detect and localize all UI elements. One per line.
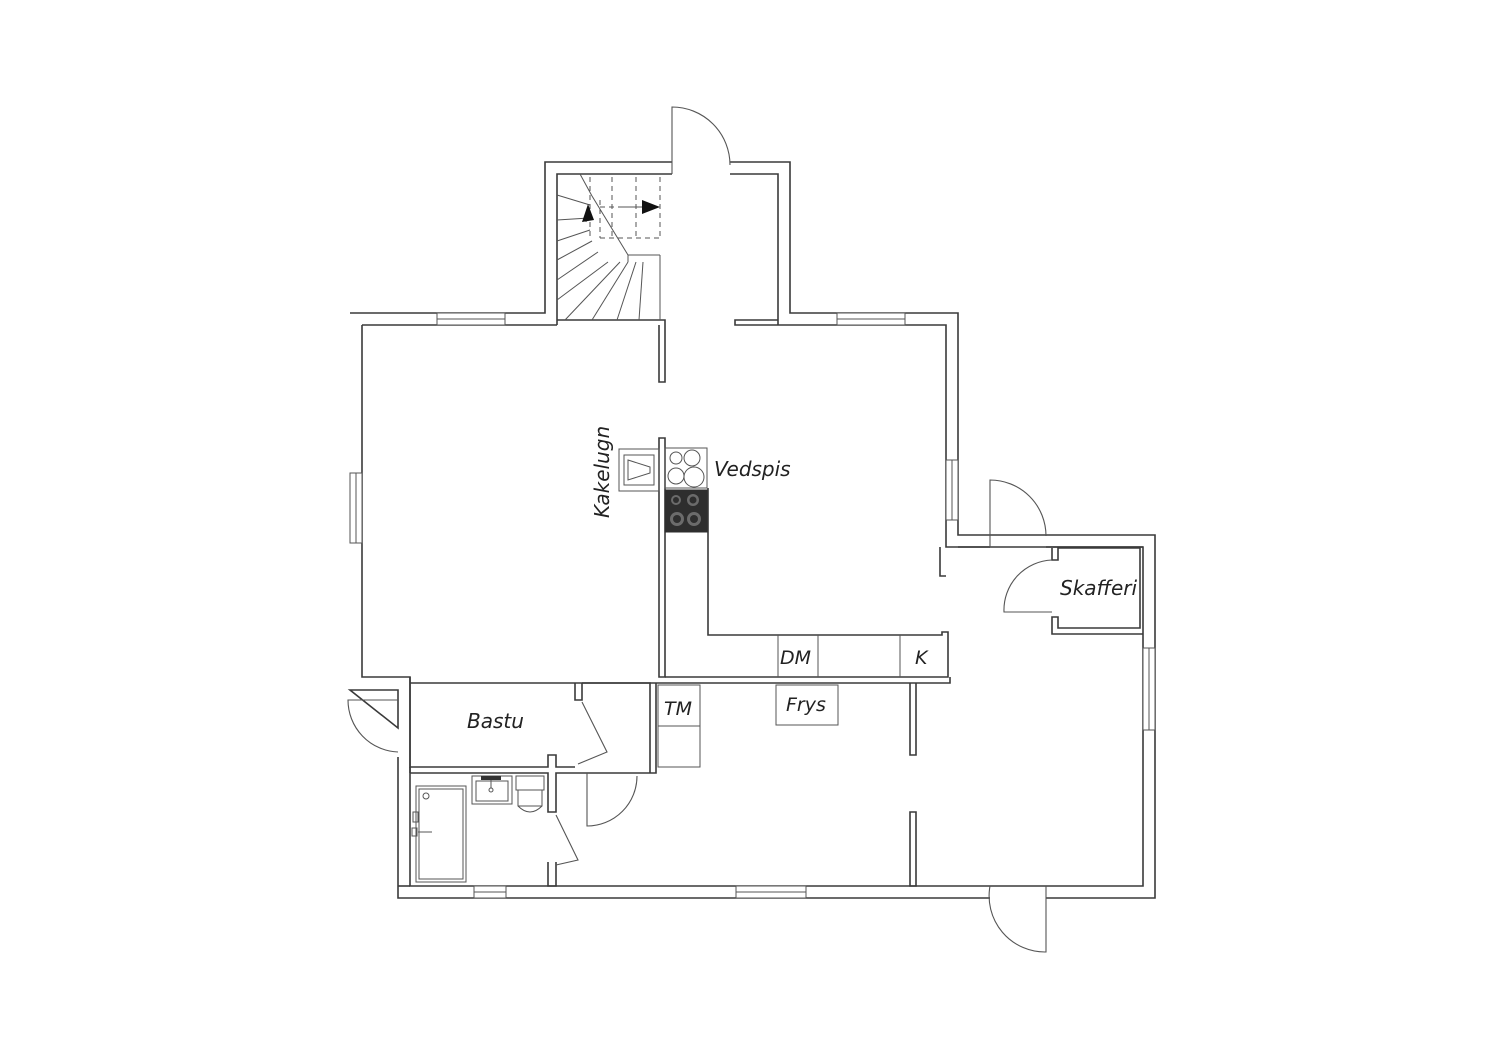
interior-walls — [398, 437, 1143, 887]
toilet-icon — [515, 775, 545, 813]
label-dm: DM — [780, 647, 811, 669]
windows — [349, 312, 1156, 899]
staircase — [556, 173, 661, 321]
tiled-stove-icon — [618, 448, 660, 492]
bathroom-fixtures — [411, 775, 545, 883]
label-frys: Frys — [786, 694, 826, 716]
shower-icon — [411, 785, 467, 883]
doors — [347, 106, 1053, 953]
outer-walls — [347, 161, 1156, 899]
label-bastu: Bastu — [467, 709, 524, 733]
kitchen-units — [657, 635, 901, 768]
label-kakelugn: Kakelugn — [590, 426, 614, 518]
label-k: K — [915, 647, 929, 669]
label-skafferi: Skafferi — [1060, 576, 1137, 600]
stair-arrow-icon — [582, 200, 660, 223]
room-labels: Kakelugn Vedspis Skafferi DM K Frys TM B… — [467, 426, 1137, 733]
label-tm: TM — [664, 698, 692, 720]
stove-icon — [664, 447, 708, 533]
label-vedspis: Vedspis — [714, 457, 791, 481]
sink-icon — [471, 775, 513, 805]
